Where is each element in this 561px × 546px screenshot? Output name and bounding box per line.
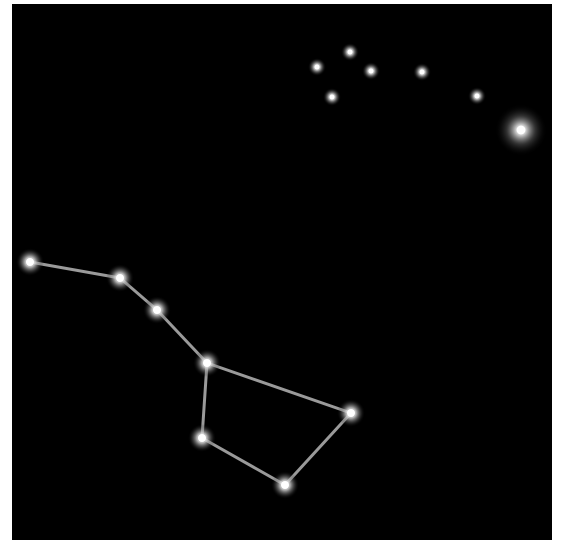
- constellation-star: [188, 424, 216, 452]
- constellation-star: [143, 296, 171, 324]
- constellation-line: [285, 413, 351, 485]
- constellation-star: [16, 248, 44, 276]
- cluster-star: [341, 43, 359, 61]
- bright-star: [495, 104, 547, 156]
- cluster-star: [362, 62, 380, 80]
- star-cluster: [308, 43, 486, 106]
- cluster-star: [308, 58, 326, 76]
- constellation-star: [193, 349, 221, 377]
- cluster-star: [468, 87, 486, 105]
- cluster-star: [323, 88, 341, 106]
- constellation-stars: [16, 248, 365, 499]
- constellation-lines: [30, 262, 351, 485]
- constellation-star: [106, 264, 134, 292]
- constellation-line: [207, 363, 351, 413]
- constellation-line: [202, 438, 285, 485]
- constellation-star: [337, 399, 365, 427]
- constellation-star: [271, 471, 299, 499]
- cluster-star: [413, 63, 431, 81]
